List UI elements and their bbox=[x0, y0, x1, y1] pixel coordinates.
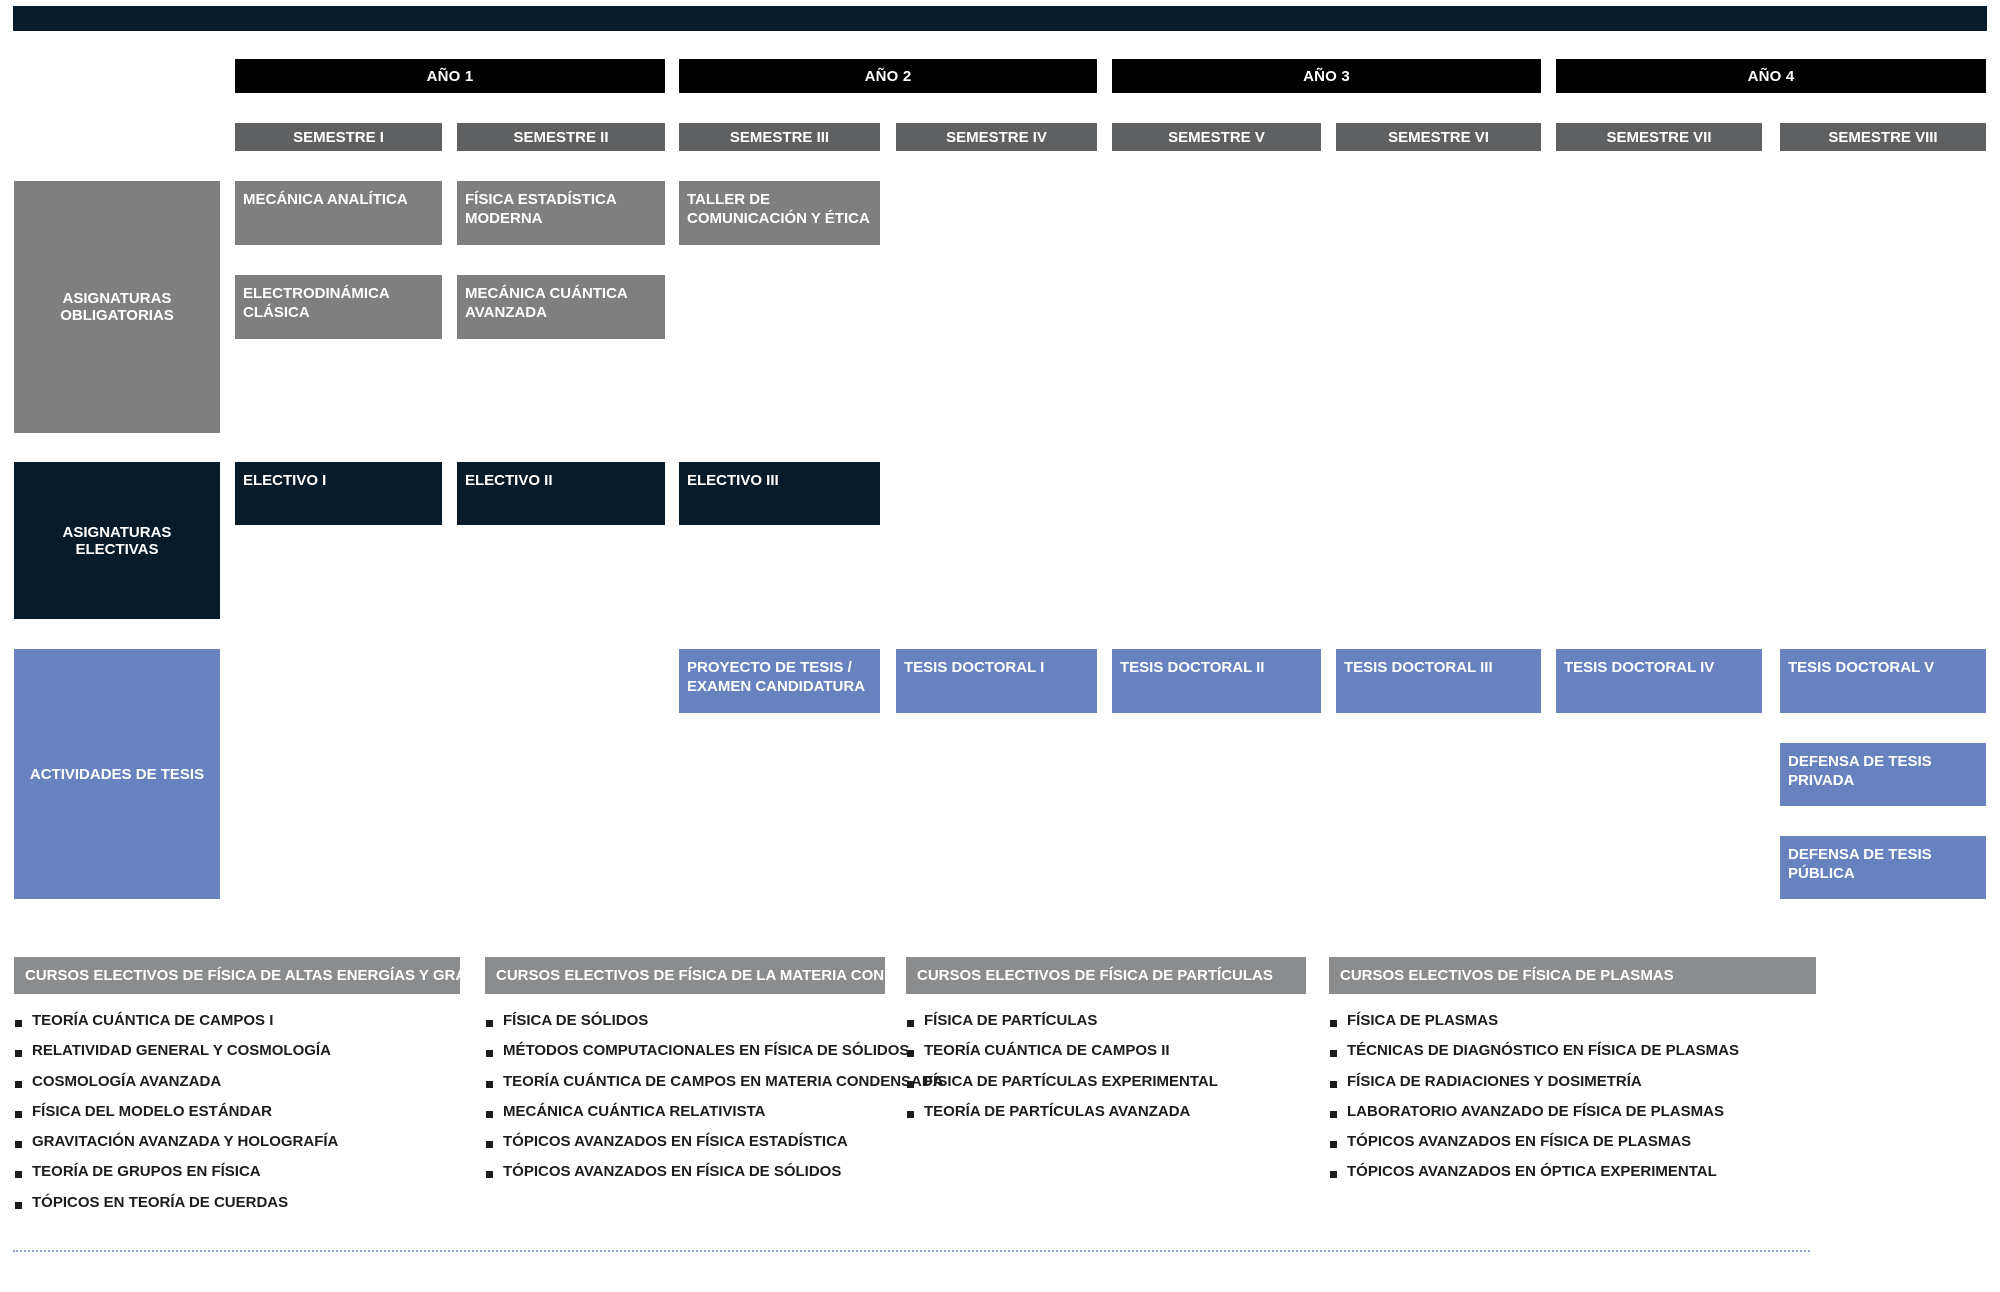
list-item: TEORÍA CUÁNTICA DE CAMPOS EN MATERIA CON… bbox=[485, 1069, 944, 1099]
year-header-3: AÑO 3 bbox=[1112, 59, 1541, 93]
list-item: TÓPICOS AVANZADOS EN FÍSICA DE SÓLIDOS bbox=[485, 1159, 885, 1189]
list-item: TEORÍA CUÁNTICA DE CAMPOS I bbox=[14, 1008, 460, 1038]
list-item: TÓPICOS AVANZADOS EN ÓPTICA EXPERIMENTAL bbox=[1329, 1159, 1816, 1189]
list-item: COSMOLOGÍA AVANZADA bbox=[14, 1069, 460, 1099]
thesis-doctoral-1: TESIS DOCTORAL I bbox=[896, 649, 1097, 713]
list-item: TÓPICOS AVANZADOS EN FÍSICA DE PLASMAS bbox=[1329, 1129, 1816, 1159]
course-fisica-estadistica-moderna: FÍSICA ESTADÍSTICA MODERNA bbox=[457, 181, 665, 245]
list-item: TEORÍA DE GRUPOS EN FÍSICA bbox=[14, 1159, 460, 1189]
year-header-4: AÑO 4 bbox=[1556, 59, 1986, 93]
list-item: TÉCNICAS DE DIAGNÓSTICO EN FÍSICA DE PLA… bbox=[1329, 1038, 1816, 1068]
semester-header-8: SEMESTRE VIII bbox=[1780, 123, 1986, 151]
course-mecanica-analitica: MECÁNICA ANALÍTICA bbox=[235, 181, 442, 245]
list-item: FÍSICA DE SÓLIDOS bbox=[485, 1008, 885, 1038]
elective-group-list-high-energy: TEORÍA CUÁNTICA DE CAMPOS I RELATIVIDAD … bbox=[14, 1008, 460, 1220]
semester-header-3: SEMESTRE III bbox=[679, 123, 880, 151]
year-header-1: AÑO 1 bbox=[235, 59, 665, 93]
semester-header-6: SEMESTRE VI bbox=[1336, 123, 1541, 151]
dotted-divider bbox=[13, 1250, 1810, 1252]
row-label-thesis: ACTIVIDADES DE TESIS bbox=[14, 649, 220, 899]
list-item: TÓPICOS EN TEORÍA DE CUERDAS bbox=[14, 1190, 460, 1220]
list-item: FÍSICA DE PARTÍCULAS bbox=[906, 1008, 1306, 1038]
elective-slot-1: ELECTIVO I bbox=[235, 462, 442, 525]
year-header-2: AÑO 2 bbox=[679, 59, 1097, 93]
list-item: FÍSICA DE PLASMAS bbox=[1329, 1008, 1816, 1038]
elective-slot-3: ELECTIVO III bbox=[679, 462, 880, 525]
thesis-doctoral-4: TESIS DOCTORAL IV bbox=[1556, 649, 1762, 713]
thesis-doctoral-2: TESIS DOCTORAL II bbox=[1112, 649, 1321, 713]
elective-group-list-plasmas: FÍSICA DE PLASMAS TÉCNICAS DE DIAGNÓSTIC… bbox=[1329, 1008, 1816, 1190]
list-item: FÍSICA DEL MODELO ESTÁNDAR bbox=[14, 1099, 460, 1129]
elective-slot-2: ELECTIVO II bbox=[457, 462, 665, 525]
list-item: TÓPICOS AVANZADOS EN FÍSICA ESTADÍSTICA bbox=[485, 1129, 885, 1159]
semester-header-1: SEMESTRE I bbox=[235, 123, 442, 151]
list-item: TEORÍA DE PARTÍCULAS AVANZADA bbox=[906, 1099, 1306, 1129]
list-item: RELATIVIDAD GENERAL Y COSMOLOGÍA bbox=[14, 1038, 460, 1068]
course-electrodinamica-clasica: ELECTRODINÁMICA CLÁSICA bbox=[235, 275, 442, 339]
semester-header-2: SEMESTRE II bbox=[457, 123, 665, 151]
row-label-mandatory: ASIGNATURAS OBLIGATORIAS bbox=[14, 181, 220, 433]
elective-group-title-high-energy: CURSOS ELECTIVOS DE FÍSICA DE ALTAS ENER… bbox=[14, 957, 536, 994]
list-item: FÍSICA DE PARTÍCULAS EXPERIMENTAL bbox=[906, 1069, 1306, 1099]
elective-group-list-condensed-matter: FÍSICA DE SÓLIDOS MÉTODOS COMPUTACIONALE… bbox=[485, 1008, 944, 1190]
thesis-doctoral-5: TESIS DOCTORAL V bbox=[1780, 649, 1986, 713]
elective-group-title-condensed-matter: CURSOS ELECTIVOS DE FÍSICA DE LA MATERIA… bbox=[485, 957, 958, 994]
elective-group-title-particles: CURSOS ELECTIVOS DE FÍSICA DE PARTÍCULAS bbox=[906, 957, 1306, 994]
list-item: GRAVITACIÓN AVANZADA Y HOLOGRAFÍA bbox=[14, 1129, 460, 1159]
list-item: LABORATORIO AVANZADO DE FÍSICA DE PLASMA… bbox=[1329, 1099, 1816, 1129]
list-item: FÍSICA DE RADIACIONES Y DOSIMETRÍA bbox=[1329, 1069, 1816, 1099]
thesis-public-defense: DEFENSA DE TESIS PÚBLICA bbox=[1780, 836, 1986, 899]
list-item: MÉTODOS COMPUTACIONALES EN FÍSICA DE SÓL… bbox=[485, 1038, 909, 1068]
semester-header-4: SEMESTRE IV bbox=[896, 123, 1097, 151]
thesis-private-defense: DEFENSA DE TESIS PRIVADA bbox=[1780, 743, 1986, 806]
elective-group-title-plasmas: CURSOS ELECTIVOS DE FÍSICA DE PLASMAS bbox=[1329, 957, 1816, 994]
semester-header-7: SEMESTRE VII bbox=[1556, 123, 1762, 151]
list-item: MECÁNICA CUÁNTICA RELATIVISTA bbox=[485, 1099, 885, 1129]
thesis-project-exam: PROYECTO DE TESIS / EXAMEN CANDIDATURA bbox=[679, 649, 880, 713]
top-banner bbox=[13, 6, 1987, 31]
list-item: TEORÍA CUÁNTICA DE CAMPOS II bbox=[906, 1038, 1306, 1068]
elective-group-list-particles: FÍSICA DE PARTÍCULAS TEORÍA CUÁNTICA DE … bbox=[906, 1008, 1306, 1129]
row-label-electives: ASIGNATURAS ELECTIVAS bbox=[14, 462, 220, 619]
course-taller-comunicacion-etica: TALLER DE COMUNICACIÓN Y ÉTICA bbox=[679, 181, 880, 245]
semester-header-5: SEMESTRE V bbox=[1112, 123, 1321, 151]
thesis-doctoral-3: TESIS DOCTORAL III bbox=[1336, 649, 1541, 713]
course-mecanica-cuantica-avanzada: MECÁNICA CUÁNTICA AVANZADA bbox=[457, 275, 665, 339]
